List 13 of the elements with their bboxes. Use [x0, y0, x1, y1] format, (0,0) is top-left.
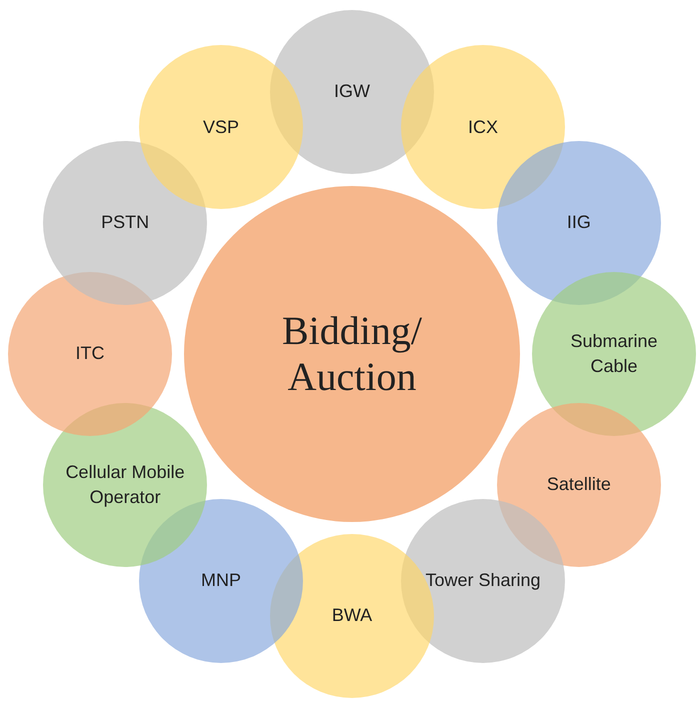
topic-label: IGW — [334, 80, 370, 104]
topic-label: VSP — [202, 116, 240, 138]
topic-label: PSTN — [101, 211, 150, 234]
topic-label: Submarine Cable — [569, 330, 659, 378]
topic-label: MNP — [201, 569, 241, 592]
topic-label: BWA — [332, 604, 372, 628]
topic-label: ICX — [468, 116, 498, 138]
center-label: Bidding/ Auction — [280, 308, 424, 400]
topic-label: IIG — [566, 211, 591, 234]
topic-label: Tower Sharing — [425, 569, 541, 592]
topic-label: ITC — [76, 342, 104, 366]
topic-label: Satellite — [546, 473, 611, 496]
topic-label: Cellular Mobile Operator — [65, 460, 186, 509]
